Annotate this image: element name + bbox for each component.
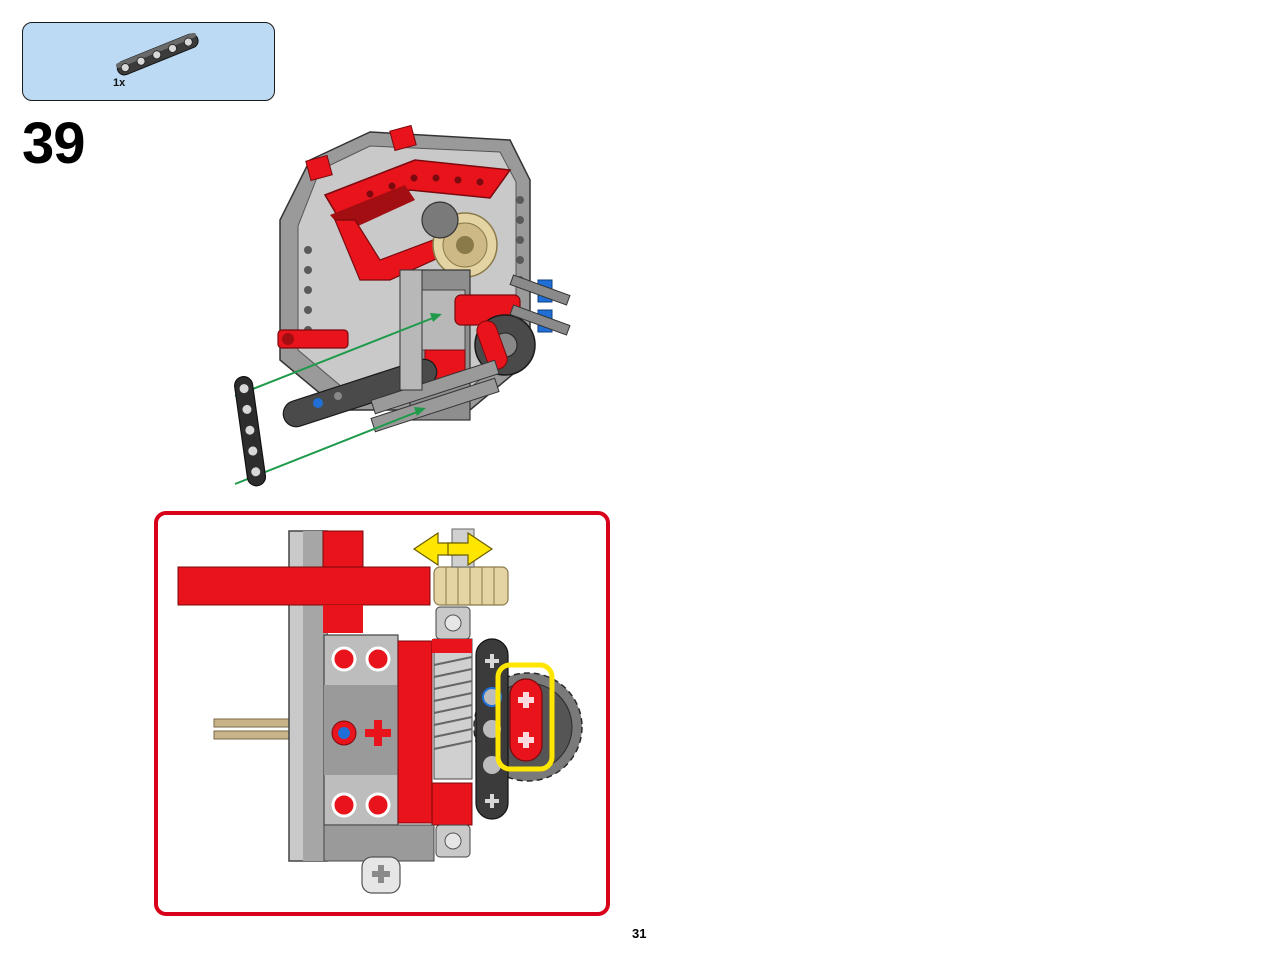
highlight-box — [495, 662, 555, 772]
detail-illustration — [177, 528, 583, 894]
assembly-arrow-top — [234, 315, 439, 397]
slide-direction-arrow — [412, 531, 494, 567]
parts-list: 1x — [22, 22, 275, 101]
assembly-arrow-bottom — [234, 409, 423, 485]
red-liftarm-detail — [509, 678, 543, 762]
detail-callout — [154, 511, 610, 916]
step-number: 39 — [22, 111, 86, 176]
assembly-illustration — [234, 124, 571, 487]
red-pins — [331, 646, 391, 818]
page-number: 31 — [632, 926, 647, 941]
part-quantity: 1x — [113, 77, 126, 89]
thin-liftarm-5-icon — [115, 33, 199, 76]
new-thin-liftarm — [234, 376, 267, 487]
tan-gear-detail — [433, 566, 509, 606]
